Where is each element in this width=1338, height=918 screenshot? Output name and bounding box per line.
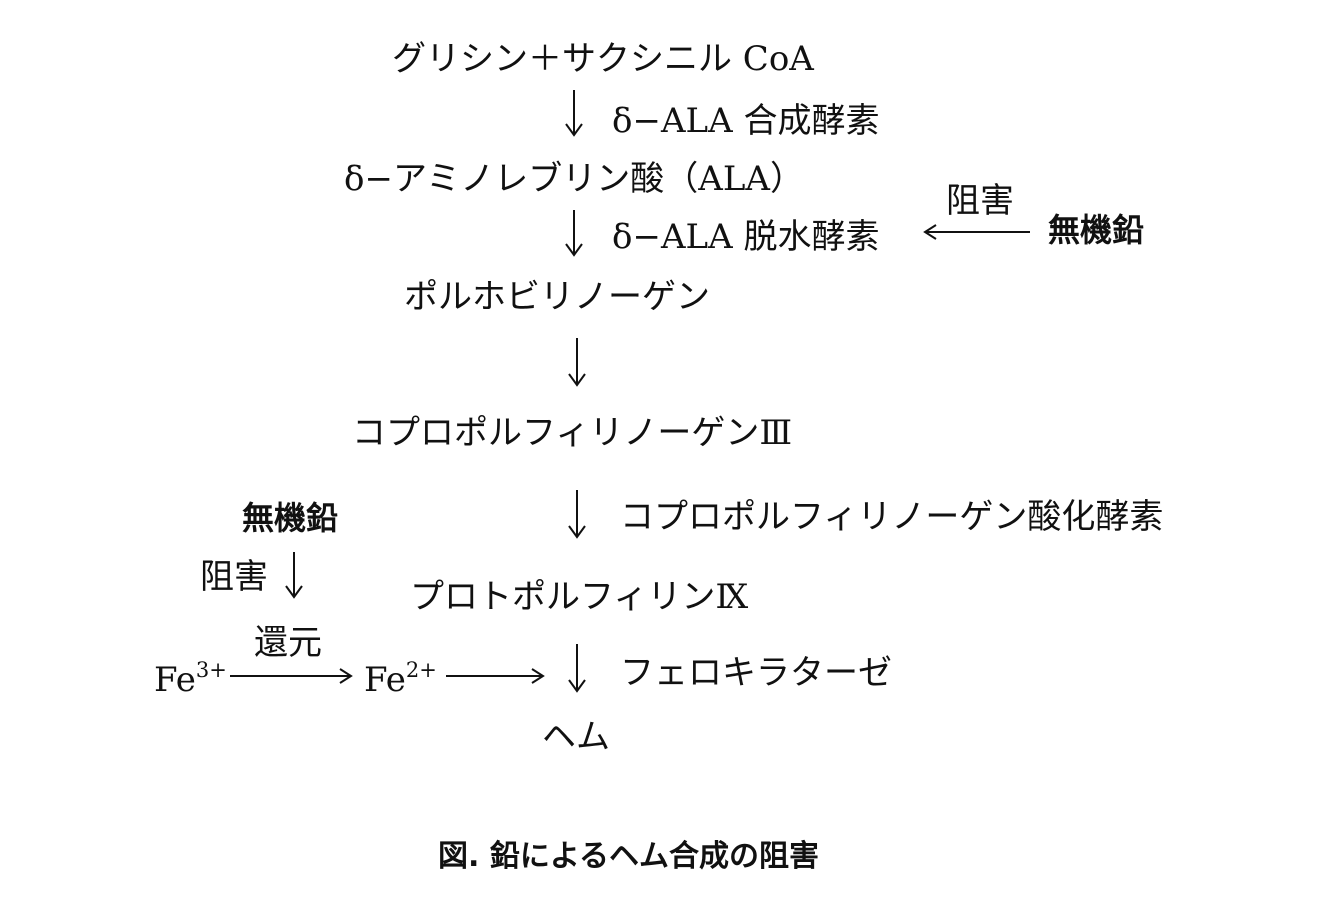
product-heme: ヘム <box>542 717 610 757</box>
inhibition-label-2: 阻害 <box>200 557 268 597</box>
arrow-down-1 <box>564 90 584 137</box>
fe3-charge: 3+ <box>195 658 227 682</box>
enzyme-coproporphyrinogen-oxidase: コプロポルフィリノーゲン酸化酵素 <box>620 497 1164 537</box>
step-porphobilinogen: ポルホビリノーゲン <box>404 277 710 317</box>
step-protoporphyrin: プロトポルフィリンⅨ <box>410 577 749 617</box>
step-coproporphyrinogen: コプロポルフィリノーゲンⅢ <box>352 413 793 453</box>
step-aminolevulinic-acid: δ−アミノレブリン酸（ALA） <box>344 159 804 199</box>
arrow-inhibit-left <box>923 222 1034 242</box>
reduction-label: 還元 <box>254 623 322 663</box>
fe2-charge: 2+ <box>405 658 437 682</box>
arrow-down-5 <box>567 644 587 693</box>
arrow-down-2 <box>564 210 584 257</box>
inhibition-label-1: 阻害 <box>946 181 1014 221</box>
arrow-reduction <box>230 666 354 686</box>
enzyme-ala-synthase: δ−ALA 合成酵素 <box>612 101 880 141</box>
figure-caption: 図. 鉛によるヘム合成の阻害 <box>438 839 819 874</box>
inorganic-lead-1: 無機鉛 <box>1048 211 1145 249</box>
arrow-down-3 <box>567 338 587 387</box>
fe3-symbol: Fe <box>154 660 196 700</box>
ferric-iron: Fe3+ <box>154 658 227 700</box>
ferrous-iron: Fe2+ <box>364 658 437 700</box>
fe2-symbol: Fe <box>364 660 406 700</box>
enzyme-ala-dehydratase: δ−ALA 脱水酵素 <box>612 217 880 257</box>
arrow-inhibit-down <box>284 552 304 599</box>
step-glycine-succinyl-coa: グリシン＋サクシニル CoA <box>392 39 814 79</box>
inorganic-lead-2: 無機鉛 <box>242 499 339 537</box>
arrow-down-4 <box>567 490 587 539</box>
arrow-iron-to-heme <box>446 666 546 686</box>
enzyme-ferrochelatase: フェロキラターゼ <box>620 653 892 693</box>
